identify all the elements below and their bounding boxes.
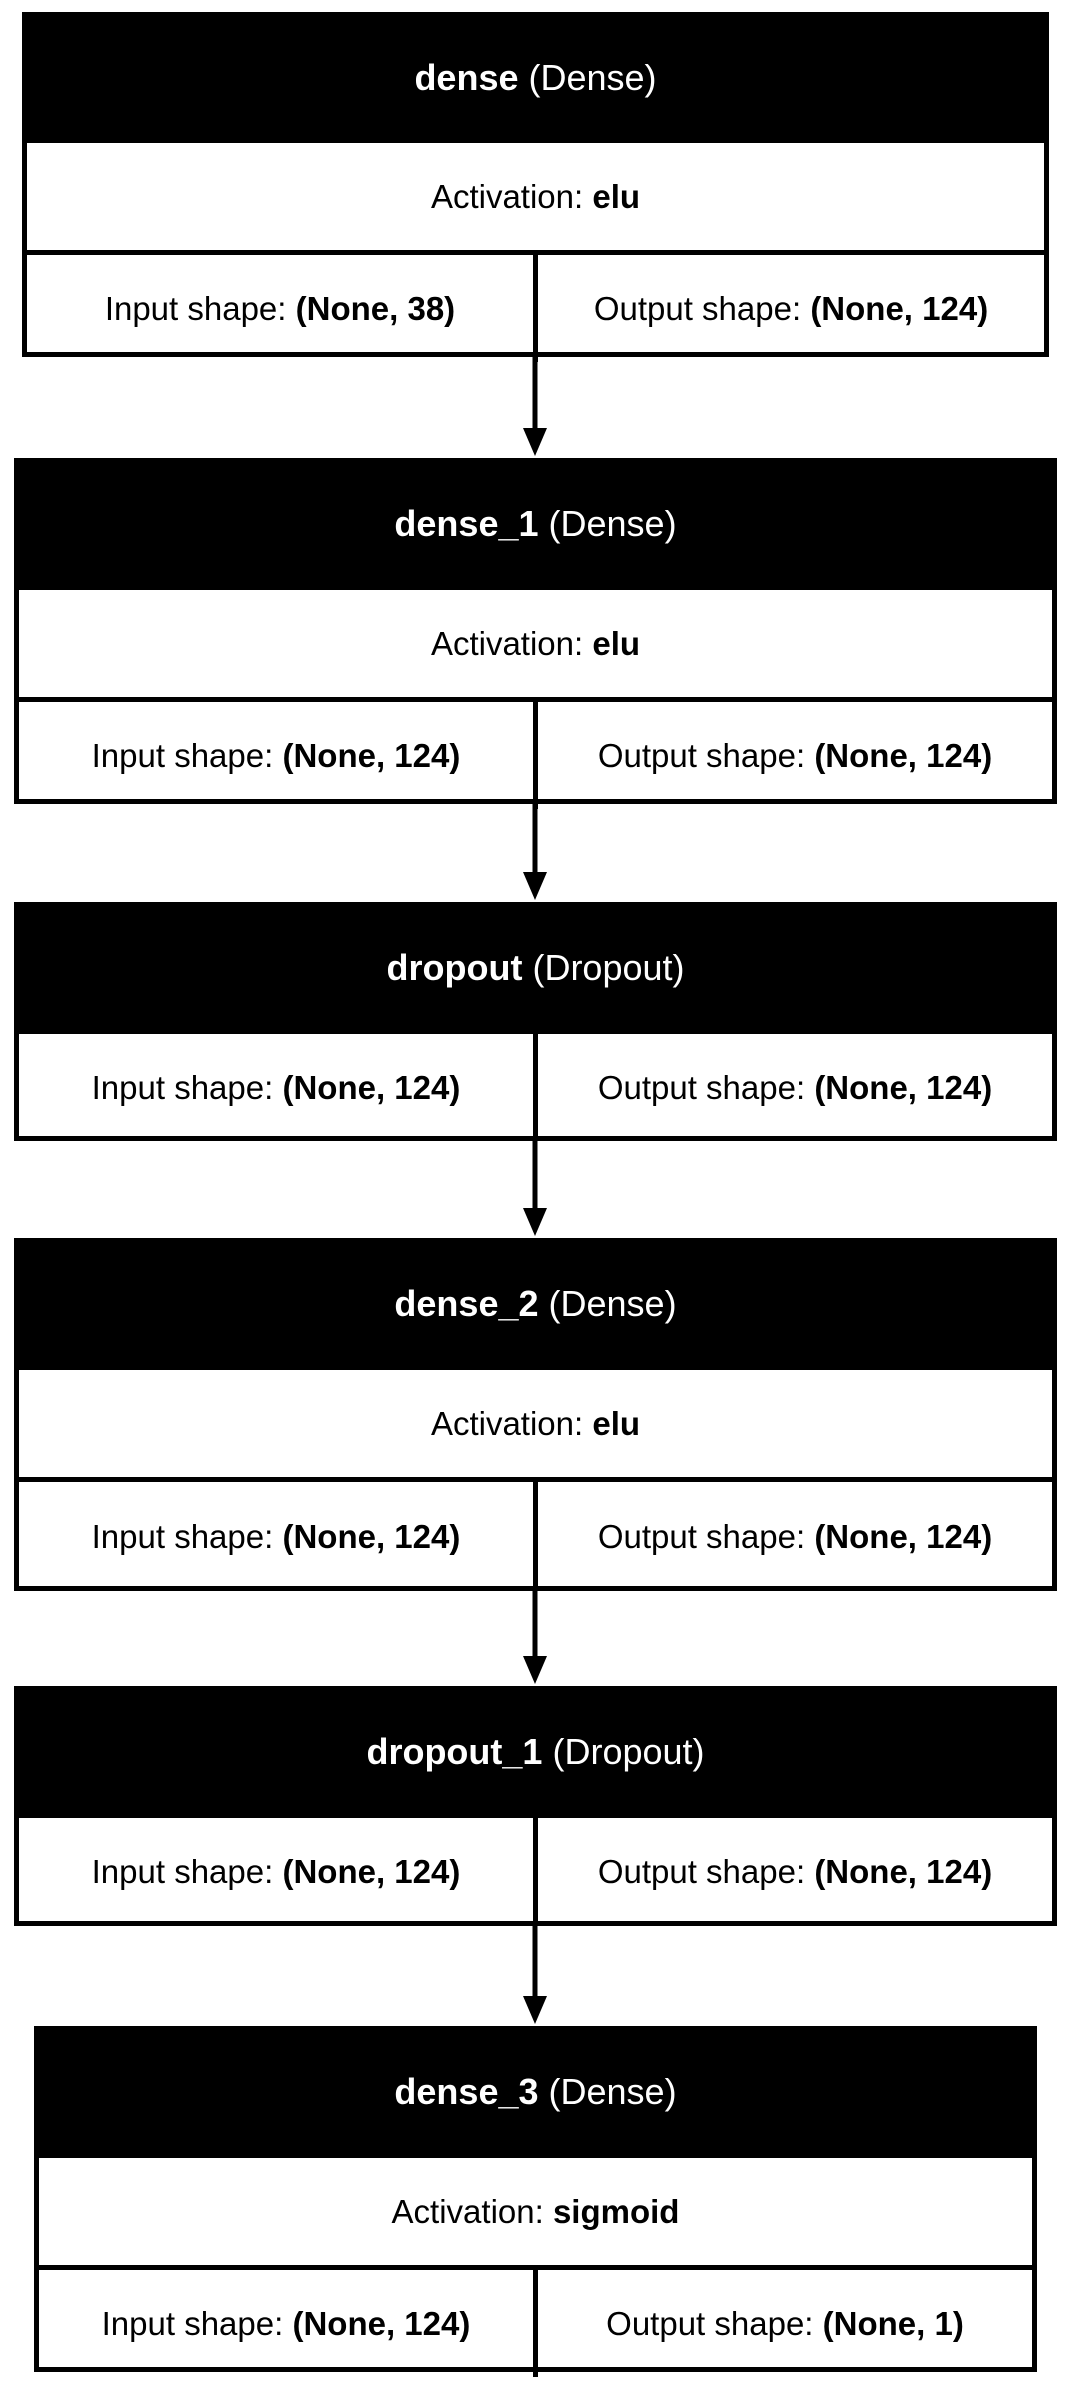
activation-row: Activation: elu <box>19 1365 1052 1477</box>
arrow-dense_1-to-dropout <box>523 803 547 900</box>
activation-value: elu <box>592 1404 641 1442</box>
output-shape-label: Output shape: <box>597 1853 806 1890</box>
layer-dropout_1: dropout_1 (Dropout) Input shape: (None, … <box>14 1686 1057 1926</box>
input-shape-cell: Input shape: (None, 124) <box>39 2270 533 2377</box>
input-shape-value: (None, 124) <box>282 1853 461 1890</box>
input-shape-cell: Input shape: (None, 124) <box>19 702 533 809</box>
input-shape-label: Input shape: <box>101 2304 284 2342</box>
input-shape-label: Input shape: <box>104 289 287 327</box>
layer-header: dense_1 (Dense) <box>19 463 1052 585</box>
input-shape-cell: Input shape: (None, 124) <box>19 1034 533 1141</box>
layer-dense_3: dense_3 (Dense) Activation: sigmoid Inpu… <box>34 2026 1037 2377</box>
activation-label: Activation: <box>430 177 584 215</box>
output-shape-value: (None, 124) <box>814 1068 993 1106</box>
layer-type: (Dense) <box>548 503 677 544</box>
layer-name: dense_2 <box>394 1283 539 1324</box>
arrow-dense_2-to-dropout_1 <box>523 1590 547 1684</box>
shapes-row: Input shape: (None, 124) Output shape: (… <box>39 2265 1032 2377</box>
input-shape-value: (None, 124) <box>282 1517 461 1555</box>
layer-header: dense_3 (Dense) <box>39 2031 1032 2153</box>
output-shape-cell: Output shape: (None, 124) <box>533 702 1052 809</box>
input-shape-label: Input shape: <box>91 736 274 774</box>
layer-type: (Dropout) <box>552 1731 705 1772</box>
layer-type: (Dense) <box>528 56 657 98</box>
shapes-row: Input shape: (None, 124) Output shape: (… <box>19 1813 1052 1926</box>
input-shape-value: (None, 124) <box>292 2304 471 2342</box>
activation-value: sigmoid <box>552 2192 680 2230</box>
input-shape-label: Input shape: <box>91 1517 274 1555</box>
input-shape-label: Input shape: <box>91 1068 274 1106</box>
layer-header: dense (Dense) <box>27 17 1044 138</box>
output-shape-value: (None, 1) <box>822 2304 964 2342</box>
arrow-dense-to-dense_1 <box>523 356 547 456</box>
layer-type: (Dropout) <box>532 947 685 988</box>
activation-label: Activation: <box>391 2192 544 2230</box>
shapes-row: Input shape: (None, 124) Output shape: (… <box>19 1477 1052 1591</box>
layer-dense_2: dense_2 (Dense) Activation: elu Input sh… <box>14 1238 1057 1591</box>
output-shape-label: Output shape: <box>597 1517 806 1555</box>
activation-row: Activation: elu <box>19 585 1052 697</box>
output-shape-value: (None, 124) <box>814 1517 993 1555</box>
layer-name: dense_3 <box>394 2071 539 2112</box>
output-shape-label: Output shape: <box>593 289 802 327</box>
arrow-dropout-to-dense_2 <box>523 1140 547 1236</box>
shapes-row: Input shape: (None, 38) Output shape: (N… <box>27 250 1044 362</box>
arrow-dropout_1-to-dense_3 <box>523 1925 547 2024</box>
output-shape-value: (None, 124) <box>814 736 993 774</box>
output-shape-label: Output shape: <box>597 1068 806 1106</box>
layer-name: dropout_1 <box>366 1731 543 1772</box>
layer-name: dropout <box>386 947 523 988</box>
layer-dense: dense (Dense) Activation: elu Input shap… <box>22 12 1049 362</box>
layer-header: dropout_1 (Dropout) <box>19 1691 1052 1813</box>
output-shape-value: (None, 124) <box>810 289 989 327</box>
output-shape-cell: Output shape: (None, 124) <box>533 1482 1052 1591</box>
output-shape-cell: Output shape: (None, 124) <box>533 255 1044 362</box>
layer-type: (Dense) <box>548 1283 677 1324</box>
shapes-row: Input shape: (None, 124) Output shape: (… <box>19 697 1052 809</box>
input-shape-value: (None, 124) <box>282 1068 461 1106</box>
output-shape-cell: Output shape: (None, 1) <box>533 2270 1032 2377</box>
input-shape-value: (None, 124) <box>282 736 461 774</box>
layer-dense_1: dense_1 (Dense) Activation: elu Input sh… <box>14 458 1057 809</box>
activation-label: Activation: <box>430 624 584 662</box>
activation-row: Activation: sigmoid <box>39 2153 1032 2265</box>
activation-row: Activation: elu <box>27 138 1044 250</box>
input-shape-cell: Input shape: (None, 124) <box>19 1818 533 1926</box>
output-shape-label: Output shape: <box>597 736 806 774</box>
output-shape-value: (None, 124) <box>814 1853 993 1890</box>
layer-dropout: dropout (Dropout) Input shape: (None, 12… <box>14 902 1057 1141</box>
activation-value: elu <box>592 177 641 215</box>
layer-header: dropout (Dropout) <box>19 907 1052 1029</box>
input-shape-value: (None, 38) <box>295 289 456 327</box>
output-shape-label: Output shape: <box>606 2304 814 2342</box>
output-shape-cell: Output shape: (None, 124) <box>533 1034 1052 1141</box>
input-shape-cell: Input shape: (None, 38) <box>27 255 533 362</box>
layer-name: dense <box>414 56 519 98</box>
output-shape-cell: Output shape: (None, 124) <box>533 1818 1052 1926</box>
input-shape-cell: Input shape: (None, 124) <box>19 1482 533 1591</box>
activation-value: elu <box>592 624 641 662</box>
layer-type: (Dense) <box>548 2071 677 2112</box>
shapes-row: Input shape: (None, 124) Output shape: (… <box>19 1029 1052 1141</box>
activation-label: Activation: <box>430 1404 584 1442</box>
input-shape-label: Input shape: <box>91 1853 274 1890</box>
layer-header: dense_2 (Dense) <box>19 1243 1052 1365</box>
layer-name: dense_1 <box>394 503 539 544</box>
